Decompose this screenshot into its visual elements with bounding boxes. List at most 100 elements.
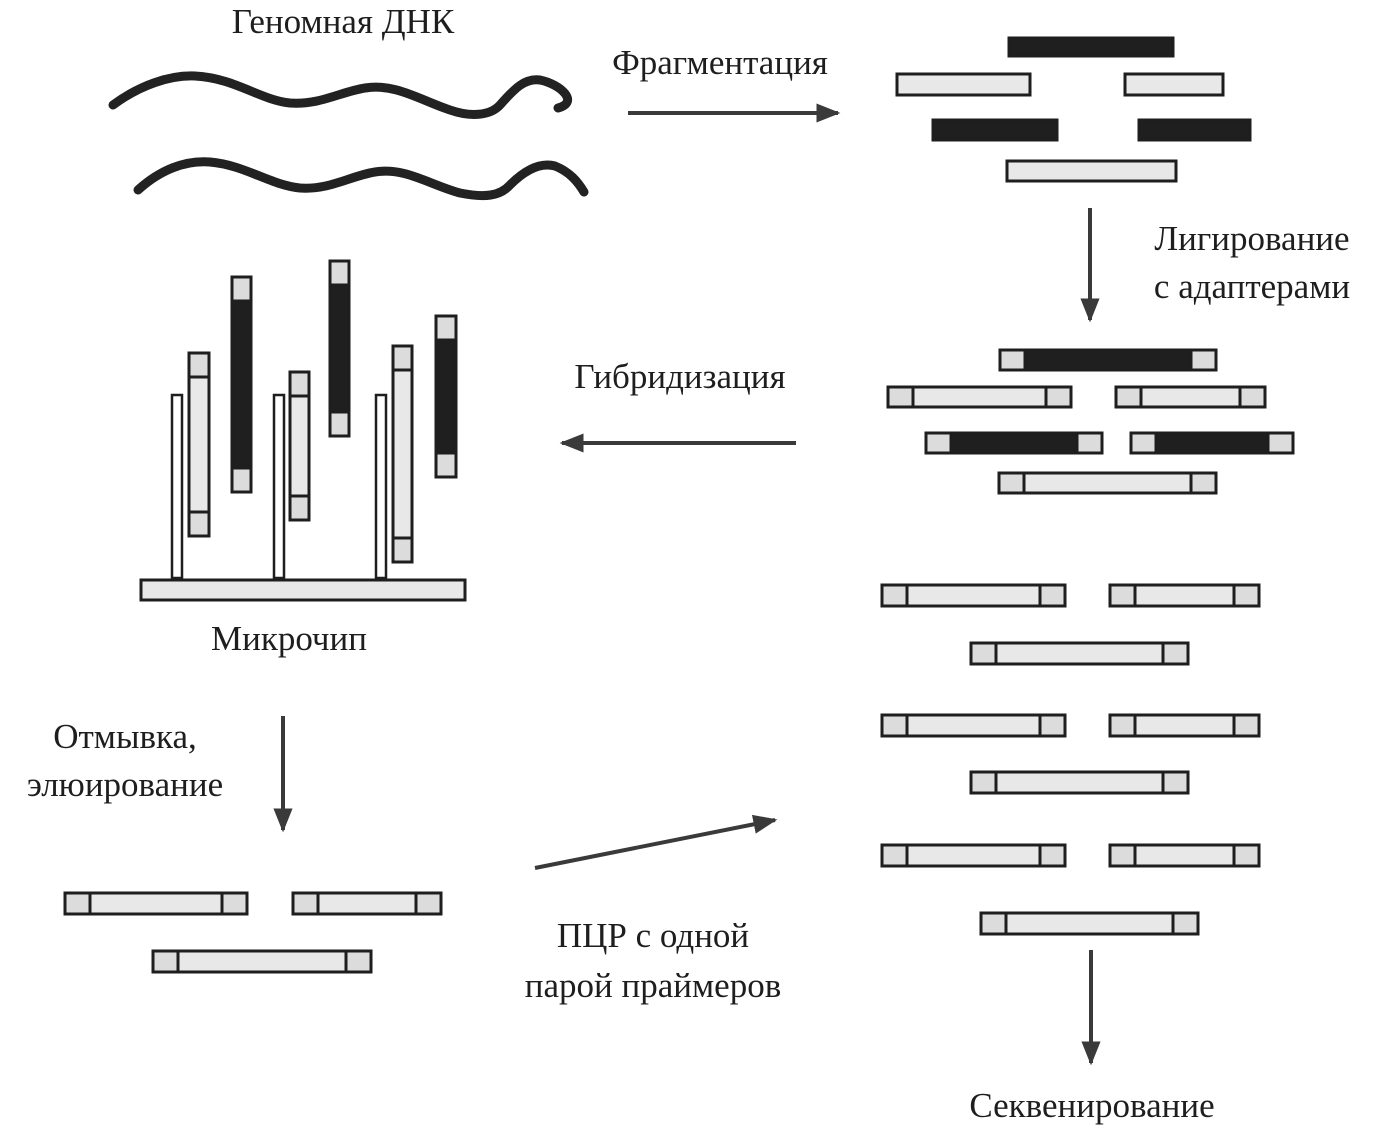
- eluted-fragments-group: [63, 891, 443, 974]
- dark-insert: [1154, 431, 1270, 455]
- adapter-ligated-fragment: [291, 891, 443, 916]
- adapter-bottom: [434, 451, 458, 479]
- adapter-left: [886, 385, 915, 409]
- captured-fragment: [328, 259, 351, 438]
- adapter-left: [1114, 385, 1143, 409]
- adapter-ligated-fragment: [997, 471, 1218, 495]
- light-insert: [1004, 911, 1175, 936]
- chip-probe: [170, 393, 184, 580]
- adapter-left: [1108, 843, 1137, 868]
- dark-insert: [1023, 348, 1193, 372]
- adapter-right: [414, 891, 443, 916]
- adapter-ligated-fragment: [1108, 843, 1261, 868]
- adapter-left: [997, 471, 1026, 495]
- adapter-right: [344, 949, 373, 974]
- adapter-top: [288, 370, 311, 398]
- light-insert: [1139, 385, 1242, 409]
- adapter-right: [1232, 583, 1261, 608]
- adapter-right: [1038, 843, 1067, 868]
- adapter-right: [1189, 348, 1218, 372]
- light-insert: [391, 368, 414, 540]
- adapter-left: [969, 641, 998, 666]
- adapter-right: [1038, 713, 1067, 738]
- light-dna-fragment: [895, 72, 1032, 97]
- adapter-left: [880, 713, 909, 738]
- adapter-top: [434, 314, 458, 342]
- adapter-left: [979, 911, 1008, 936]
- adapter-right: [1238, 385, 1267, 409]
- fragmented-dna-group: [895, 36, 1252, 183]
- captured-fragment: [434, 314, 458, 479]
- adapter-ligated-fragment: [886, 385, 1073, 409]
- light-insert: [911, 385, 1048, 409]
- captured-fragment: [391, 344, 414, 564]
- captured-fragment: [288, 370, 311, 522]
- ligated-fragments-group: [886, 348, 1295, 495]
- microchip-group: [139, 259, 467, 602]
- adapter-left: [1108, 713, 1137, 738]
- adapter-right: [1038, 583, 1067, 608]
- light-insert: [994, 770, 1165, 795]
- light-dna-fragment: [1005, 159, 1178, 183]
- chip-probe: [374, 393, 388, 580]
- adapter-right: [1232, 713, 1261, 738]
- label-ligation-line1: Лигирование: [1154, 219, 1349, 258]
- adapter-left: [969, 770, 998, 795]
- adapter-left: [998, 348, 1027, 372]
- adapter-ligated-fragment: [1108, 713, 1261, 738]
- adapter-bottom: [187, 510, 211, 538]
- adapter-ligated-fragment: [924, 431, 1104, 455]
- light-insert: [288, 394, 311, 498]
- dark-insert: [328, 283, 351, 414]
- adapter-bottom: [288, 494, 311, 522]
- dark-insert: [949, 431, 1079, 455]
- adapter-right: [1232, 843, 1261, 868]
- adapter-bottom: [230, 466, 253, 494]
- adapter-bottom: [391, 536, 414, 564]
- label-hybridization: Гибридизация: [574, 357, 785, 396]
- adapter-right: [1044, 385, 1073, 409]
- adapter-right: [1075, 431, 1104, 455]
- light-insert: [1133, 713, 1236, 738]
- adapter-left: [63, 891, 92, 916]
- adapter-ligated-fragment: [1114, 385, 1267, 409]
- label-microchip: Микрочип: [211, 619, 367, 658]
- adapter-ligated-fragment: [880, 713, 1067, 738]
- dark-insert: [230, 299, 253, 470]
- genomic-dna-strands: [108, 71, 589, 201]
- arrow-pcr: [534, 814, 778, 870]
- adapter-left: [924, 431, 953, 455]
- label-genomic-dna: Геномная ДНК: [232, 2, 455, 41]
- adapter-ligated-fragment: [969, 641, 1190, 666]
- adapter-ligated-fragment: [1129, 431, 1295, 455]
- label-sequencing: Секвенирование: [969, 1086, 1214, 1125]
- microchip-base: [139, 578, 467, 602]
- adapter-left: [291, 891, 320, 916]
- adapter-top: [187, 351, 211, 379]
- label-pcr-line1: ПЦР с одной: [557, 916, 749, 955]
- light-insert: [176, 949, 348, 974]
- light-insert: [905, 583, 1042, 608]
- light-insert: [1022, 471, 1193, 495]
- adapter-right: [1189, 471, 1218, 495]
- captured-fragment: [187, 351, 211, 538]
- dark-dna-fragment: [1137, 118, 1252, 142]
- chip-probe: [272, 393, 286, 580]
- adapter-left: [151, 949, 180, 974]
- light-insert: [1133, 583, 1236, 608]
- dna-strand: [108, 71, 572, 119]
- light-insert: [905, 713, 1042, 738]
- adapter-ligated-fragment: [63, 891, 249, 916]
- label-pcr-line2: парой праймеров: [525, 966, 781, 1005]
- adapter-left: [1108, 583, 1137, 608]
- adapter-ligated-fragment: [151, 949, 373, 974]
- label-fragmentation: Фрагментация: [612, 43, 828, 82]
- amplified-fragments-group: [880, 583, 1261, 936]
- label-ligation-line2: с адаптерами: [1154, 267, 1350, 306]
- adapter-top: [328, 259, 351, 287]
- light-insert: [88, 891, 224, 916]
- adapter-left: [1129, 431, 1158, 455]
- adapter-right: [220, 891, 249, 916]
